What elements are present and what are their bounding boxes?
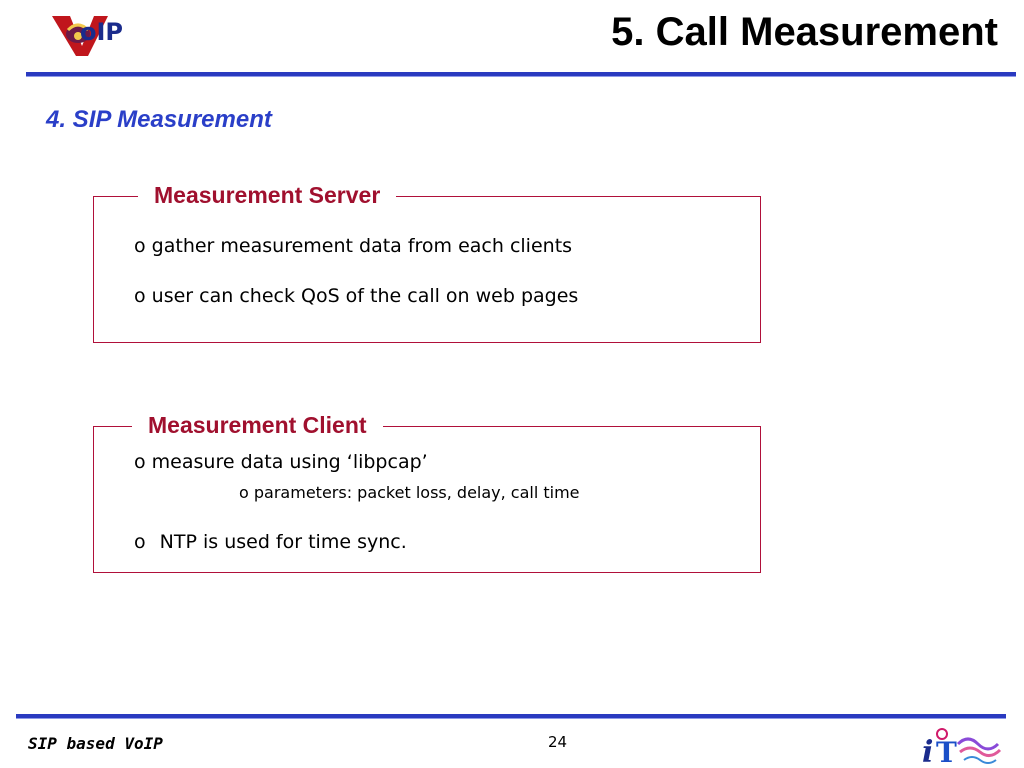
bullet-item: o gather measurement data from each clie…: [134, 235, 572, 257]
bullet-item: o measure data using ‘libpcap’: [134, 451, 428, 473]
svg-text:i: i: [922, 735, 933, 768]
bullet-text: parameters: packet loss, delay, call tim…: [253, 483, 580, 502]
sub-bullet-item: o parameters: packet loss, delay, call t…: [239, 483, 580, 502]
bullet-text: measure data using ‘libpcap’: [151, 451, 428, 473]
measurement-server-label: Measurement Server: [138, 182, 397, 209]
footer-divider: [16, 714, 1006, 719]
bullet-mark: o: [239, 483, 249, 502]
bullet-text: gather measurement data from each client…: [151, 235, 573, 257]
header-divider: [26, 72, 1016, 77]
svg-text:T: T: [936, 736, 957, 768]
footer-caption: SIP based VoIP: [28, 734, 163, 753]
bullet-mark: o: [134, 451, 146, 473]
voip-logo-icon: [52, 16, 108, 56]
bullet-mark: o: [134, 531, 146, 553]
page-number: 24: [548, 733, 568, 751]
measurement-server-box: Measurement Server o gather measurement …: [93, 182, 761, 343]
bullet-text: user can check QoS of the call on web pa…: [151, 285, 579, 307]
bullet-mark: o: [134, 285, 146, 307]
bullet-text: NTP is used for time sync.: [159, 531, 407, 553]
page-title: 5. Call Measurement: [611, 10, 998, 54]
bullet-mark: o: [134, 235, 146, 257]
bullet-item: o user can check QoS of the call on web …: [134, 285, 578, 307]
logo-text: oIP: [80, 18, 124, 46]
measurement-client-label: Measurement Client: [132, 412, 383, 439]
bullet-item: o NTP is used for time sync.: [134, 531, 407, 553]
it-logo-icon: i T: [922, 728, 1002, 768]
section-subtitle: 4. SIP Measurement: [46, 106, 272, 133]
measurement-client-box: Measurement Client o measure data using …: [93, 412, 761, 573]
